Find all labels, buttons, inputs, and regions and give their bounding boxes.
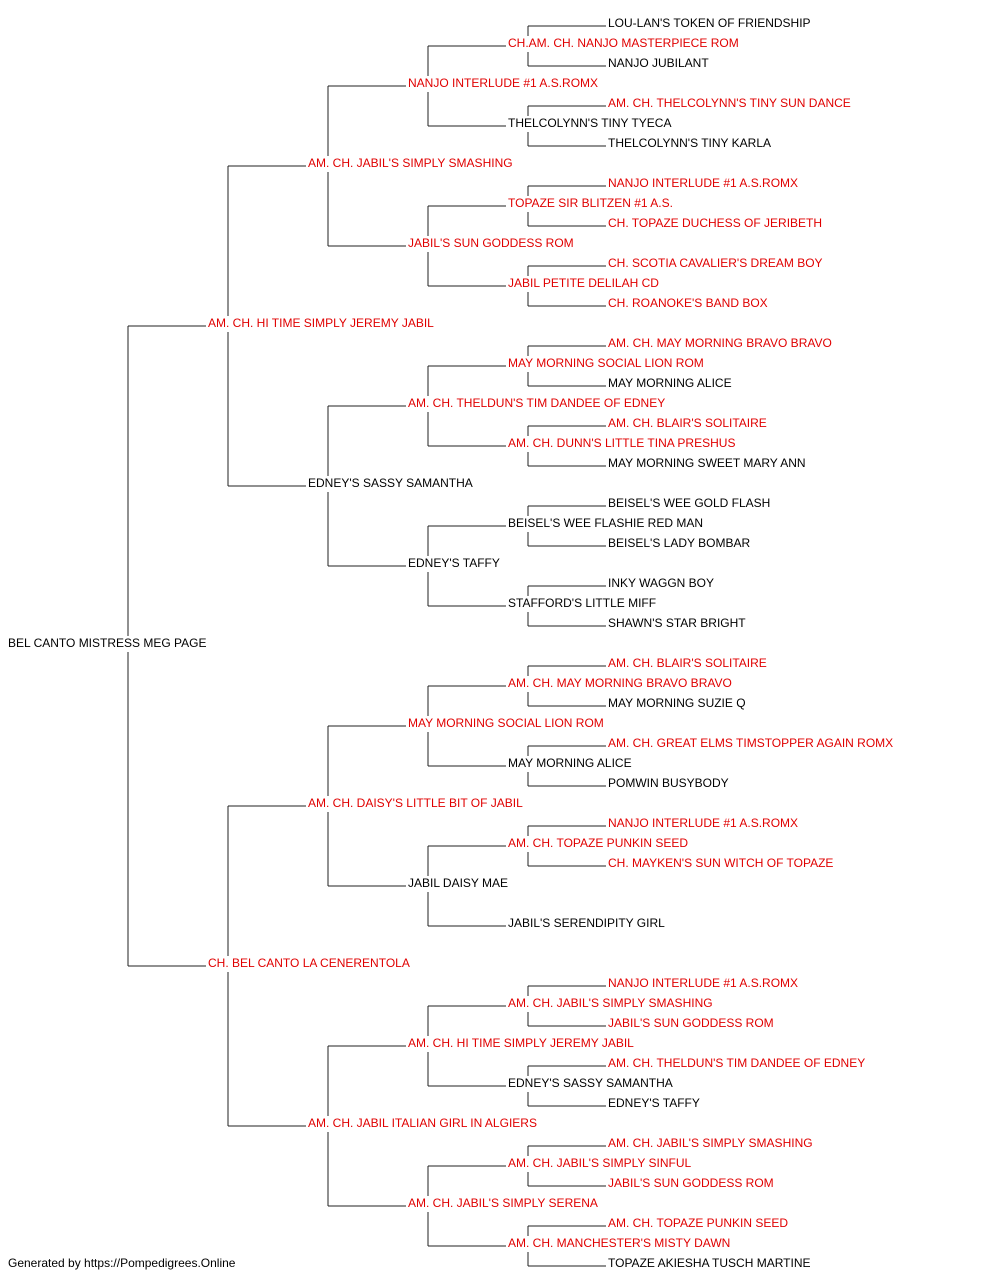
dog-sire-dam-sire-dam-sire: AM. CH. BLAIR'S SOLITAIRE (608, 416, 767, 430)
dog-dam-dam: AM. CH. JABIL ITALIAN GIRL IN ALGIERS (308, 1116, 537, 1130)
dog-sire-dam-sire-sire: MAY MORNING SOCIAL LION ROM (508, 356, 704, 370)
dog-sire-sire-dam-sire-dam: CH. TOPAZE DUCHESS OF JERIBETH (608, 216, 822, 230)
dog-sire-dam: EDNEY'S SASSY SAMANTHA (308, 476, 473, 490)
dog-dam-sire-sire-sire-sire: AM. CH. BLAIR'S SOLITAIRE (608, 656, 767, 670)
dog-dam-sire-dam-sire: AM. CH. TOPAZE PUNKIN SEED (508, 836, 688, 850)
dog-dam-dam-dam-sire: AM. CH. JABIL'S SIMPLY SINFUL (508, 1156, 692, 1170)
dog-sire-dam-sire-sire-sire: AM. CH. MAY MORNING BRAVO BRAVO (608, 336, 832, 350)
dog-sire-dam-dam-dam-sire: INKY WAGGN BOY (608, 576, 714, 590)
dog-sire-dam-sire-dam-dam: MAY MORNING SWEET MARY ANN (608, 456, 806, 470)
dog-dam-dam-sire-sire-sire: NANJO INTERLUDE #1 A.S.ROMX (608, 976, 798, 990)
dog-sire-dam-dam: EDNEY'S TAFFY (408, 556, 500, 570)
dog-dam-dam-sire-dam-dam: EDNEY'S TAFFY (608, 1096, 700, 1110)
dog-sire-dam-sire-sire-dam: MAY MORNING ALICE (608, 376, 732, 390)
dog-sire-sire-sire-sire-dam: NANJO JUBILANT (608, 56, 709, 70)
dog-sire-dam-dam-dam-dam: SHAWN'S STAR BRIGHT (608, 616, 746, 630)
dog-sire-sire-dam-sire: TOPAZE SIR BLITZEN #1 A.S. (508, 196, 673, 210)
dog-sire-sire-sire-dam-sire: AM. CH. THELCOLYNN'S TINY SUN DANCE (608, 96, 851, 110)
dog-sire-sire-sire-sire-sire: LOU-LAN'S TOKEN OF FRIENDSHIP (608, 16, 811, 30)
dog-sire-sire-sire-dam-dam: THELCOLYNN'S TINY KARLA (608, 136, 771, 150)
dog-sire-sire-dam-dam-dam: CH. ROANOKE'S BAND BOX (608, 296, 768, 310)
dog-dam-dam-sire-dam-sire: AM. CH. THELDUN'S TIM DANDEE OF EDNEY (608, 1056, 865, 1070)
dog-dam-dam-sire-dam: EDNEY'S SASSY SAMANTHA (508, 1076, 673, 1090)
dog-sire-dam-dam-sire: BEISEL'S WEE FLASHIE RED MAN (508, 516, 703, 530)
dog-sire-sire-dam-dam-sire: CH. SCOTIA CAVALIER'S DREAM BOY (608, 256, 823, 270)
dog-dam-sire-sire: MAY MORNING SOCIAL LION ROM (408, 716, 604, 730)
dog-dam-sire-dam-dam: JABIL'S SERENDIPITY GIRL (508, 916, 665, 930)
dog-sire-dam-dam-sire-dam: BEISEL'S LADY BOMBAR (608, 536, 750, 550)
dog-dam-sire: AM. CH. DAISY'S LITTLE BIT OF JABIL (308, 796, 523, 810)
dog-dam-sire-dam-sire-dam: CH. MAYKEN'S SUN WITCH OF TOPAZE (608, 856, 833, 870)
dog-dam-dam-sire: AM. CH. HI TIME SIMPLY JEREMY JABIL (408, 1036, 634, 1050)
dog-sire-dam-sire-dam: AM. CH. DUNN'S LITTLE TINA PRESHUS (508, 436, 735, 450)
footer-credit: Generated by https://Pompedigrees.Online (8, 1256, 236, 1270)
dog-sire-sire-sire: NANJO INTERLUDE #1 A.S.ROMX (408, 76, 598, 90)
dog-sire-sire-sire-dam: THELCOLYNN'S TINY TYECA (508, 116, 671, 130)
dog-dam-sire-dam: JABIL DAISY MAE (408, 876, 508, 890)
dog-dam: CH. BEL CANTO LA CENERENTOLA (208, 956, 410, 970)
dog-dam-sire-dam-sire-sire: NANJO INTERLUDE #1 A.S.ROMX (608, 816, 798, 830)
dog-dam-dam-dam-sire-sire: AM. CH. JABIL'S SIMPLY SMASHING (608, 1136, 813, 1150)
dog-sire: AM. CH. HI TIME SIMPLY JEREMY JABIL (208, 316, 434, 330)
dog-dam-dam-dam: AM. CH. JABIL'S SIMPLY SERENA (408, 1196, 598, 1210)
dog-dam-dam-sire-sire: AM. CH. JABIL'S SIMPLY SMASHING (508, 996, 713, 1010)
dog-dam-sire-sire-dam-dam: POMWIN BUSYBODY (608, 776, 729, 790)
dog-dam-sire-sire-dam: MAY MORNING ALICE (508, 756, 632, 770)
dog-dam-dam-dam-dam-sire: AM. CH. TOPAZE PUNKIN SEED (608, 1216, 788, 1230)
dog-sire-dam-dam-sire-sire: BEISEL'S WEE GOLD FLASH (608, 496, 770, 510)
dog-sire-dam-sire: AM. CH. THELDUN'S TIM DANDEE OF EDNEY (408, 396, 665, 410)
dog-dam-dam-dam-dam-dam: TOPAZE AKIESHA TUSCH MARTINE (608, 1256, 811, 1270)
dog-sire-sire-dam-dam: JABIL PETITE DELILAH CD (508, 276, 659, 290)
dog-dam-sire-sire-sire-dam: MAY MORNING SUZIE Q (608, 696, 746, 710)
dog-sire-sire-dam: JABIL'S SUN GODDESS ROM (408, 236, 574, 250)
dog-sire-sire: AM. CH. JABIL'S SIMPLY SMASHING (308, 156, 513, 170)
dog-sire-sire-dam-sire-sire: NANJO INTERLUDE #1 A.S.ROMX (608, 176, 798, 190)
dog-sire-sire-sire-sire: CH.AM. CH. NANJO MASTERPIECE ROM (508, 36, 739, 50)
dog-dam-sire-sire-sire: AM. CH. MAY MORNING BRAVO BRAVO (508, 676, 732, 690)
dog: BEL CANTO MISTRESS MEG PAGE (8, 636, 207, 650)
dog-dam-sire-sire-dam-sire: AM. CH. GREAT ELMS TIMSTOPPER AGAIN ROMX (608, 736, 893, 750)
dog-dam-dam-sire-sire-dam: JABIL'S SUN GODDESS ROM (608, 1016, 774, 1030)
dog-sire-dam-dam-dam: STAFFORD'S LITTLE MIFF (508, 596, 656, 610)
dog-dam-dam-dam-dam: AM. CH. MANCHESTER'S MISTY DAWN (508, 1236, 730, 1250)
dog-dam-dam-dam-sire-dam: JABIL'S SUN GODDESS ROM (608, 1176, 774, 1190)
